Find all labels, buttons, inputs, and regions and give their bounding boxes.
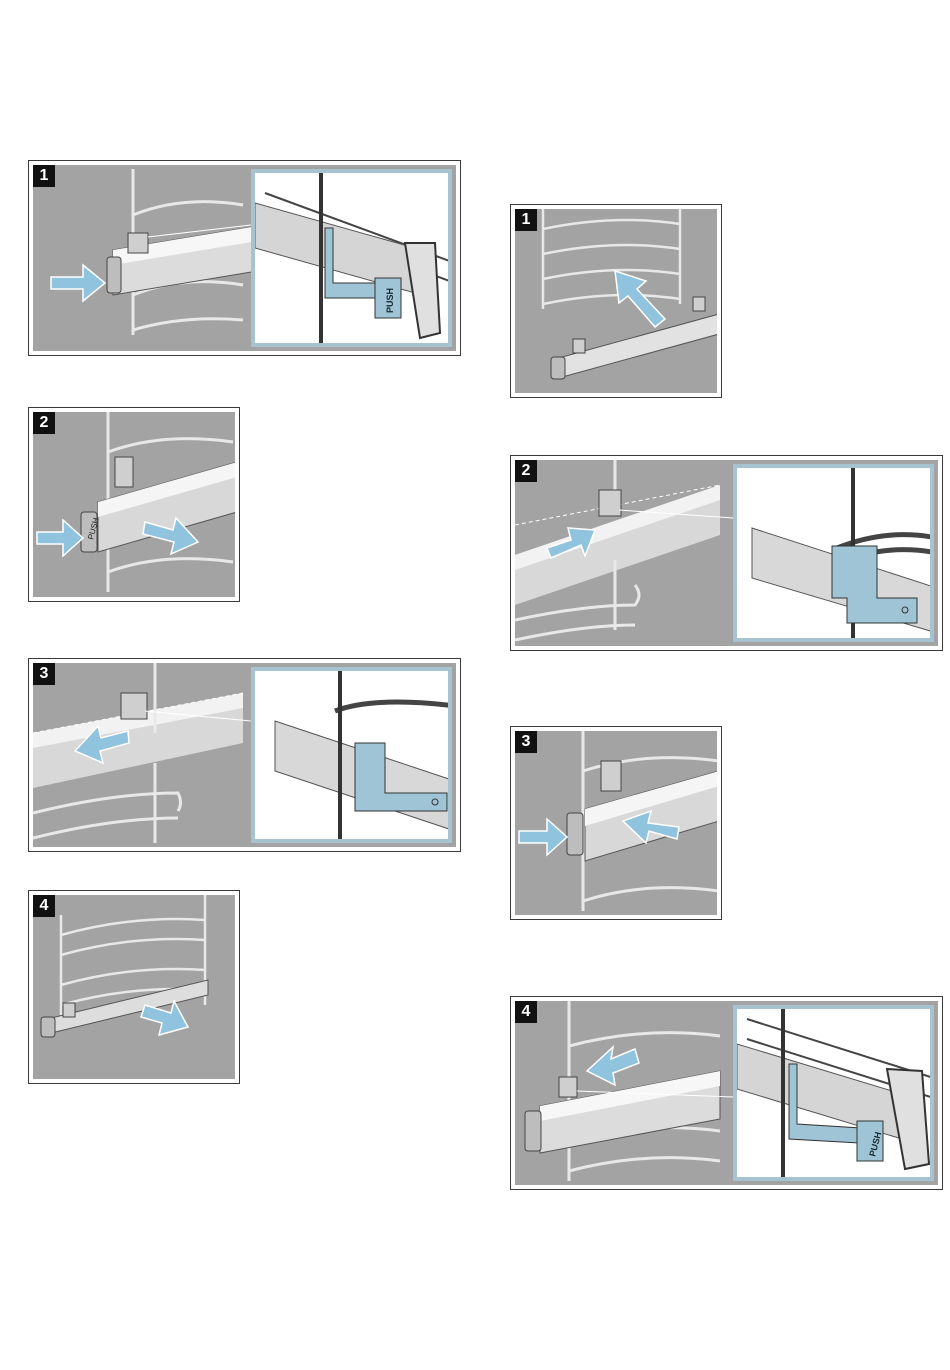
step-panel-right-3: 3 — [510, 726, 722, 920]
arrow-icon — [587, 1047, 639, 1085]
rack-illustration — [515, 731, 717, 915]
step-number-badge: 4 — [515, 1001, 537, 1023]
step-number-badge: 3 — [33, 663, 55, 685]
detail-inset: PUSH — [733, 1005, 934, 1181]
illustration-frame: 1 — [33, 165, 456, 351]
push-label: PUSH — [385, 288, 395, 313]
step-panel-left-4: 4 — [28, 890, 240, 1084]
step-panel-left-3: 3 — [28, 658, 461, 852]
step-panel-right-1: 1 — [510, 204, 722, 398]
step-panel-right-2: 2 — [510, 455, 943, 651]
illustration-frame: 2 PUSH — [33, 412, 235, 597]
arrow-icon — [519, 819, 567, 855]
step-number-badge: 3 — [515, 731, 537, 753]
detail-inset: PUSH — [251, 169, 452, 347]
step-number-badge: 1 — [33, 165, 55, 187]
detail-inset — [251, 667, 452, 843]
illustration-frame: 4 — [33, 895, 235, 1079]
arrow-icon — [615, 271, 665, 327]
illustration-frame: 2 — [515, 460, 938, 646]
illustration-frame: 4 — [515, 1001, 938, 1185]
illustration-frame: 3 — [515, 731, 717, 915]
step-number-badge: 4 — [33, 895, 55, 917]
rack-illustration — [33, 895, 235, 1079]
step-number-badge: 2 — [33, 412, 55, 434]
rack-illustration — [515, 209, 717, 393]
detail-inset — [733, 464, 934, 642]
step-number-badge: 2 — [515, 460, 537, 482]
step-number-badge: 1 — [515, 209, 537, 231]
rack-illustration: PUSH — [33, 412, 235, 597]
step-panel-right-4: 4 — [510, 996, 943, 1190]
arrow-icon — [51, 265, 105, 301]
step-panel-left-1: 1 — [28, 160, 461, 356]
illustration-frame: 1 — [515, 209, 717, 393]
arrow-icon — [141, 1001, 188, 1035]
step-panel-left-2: 2 PUSH — [28, 407, 240, 602]
illustration-frame: 3 — [33, 663, 456, 847]
arrow-icon — [37, 520, 83, 556]
